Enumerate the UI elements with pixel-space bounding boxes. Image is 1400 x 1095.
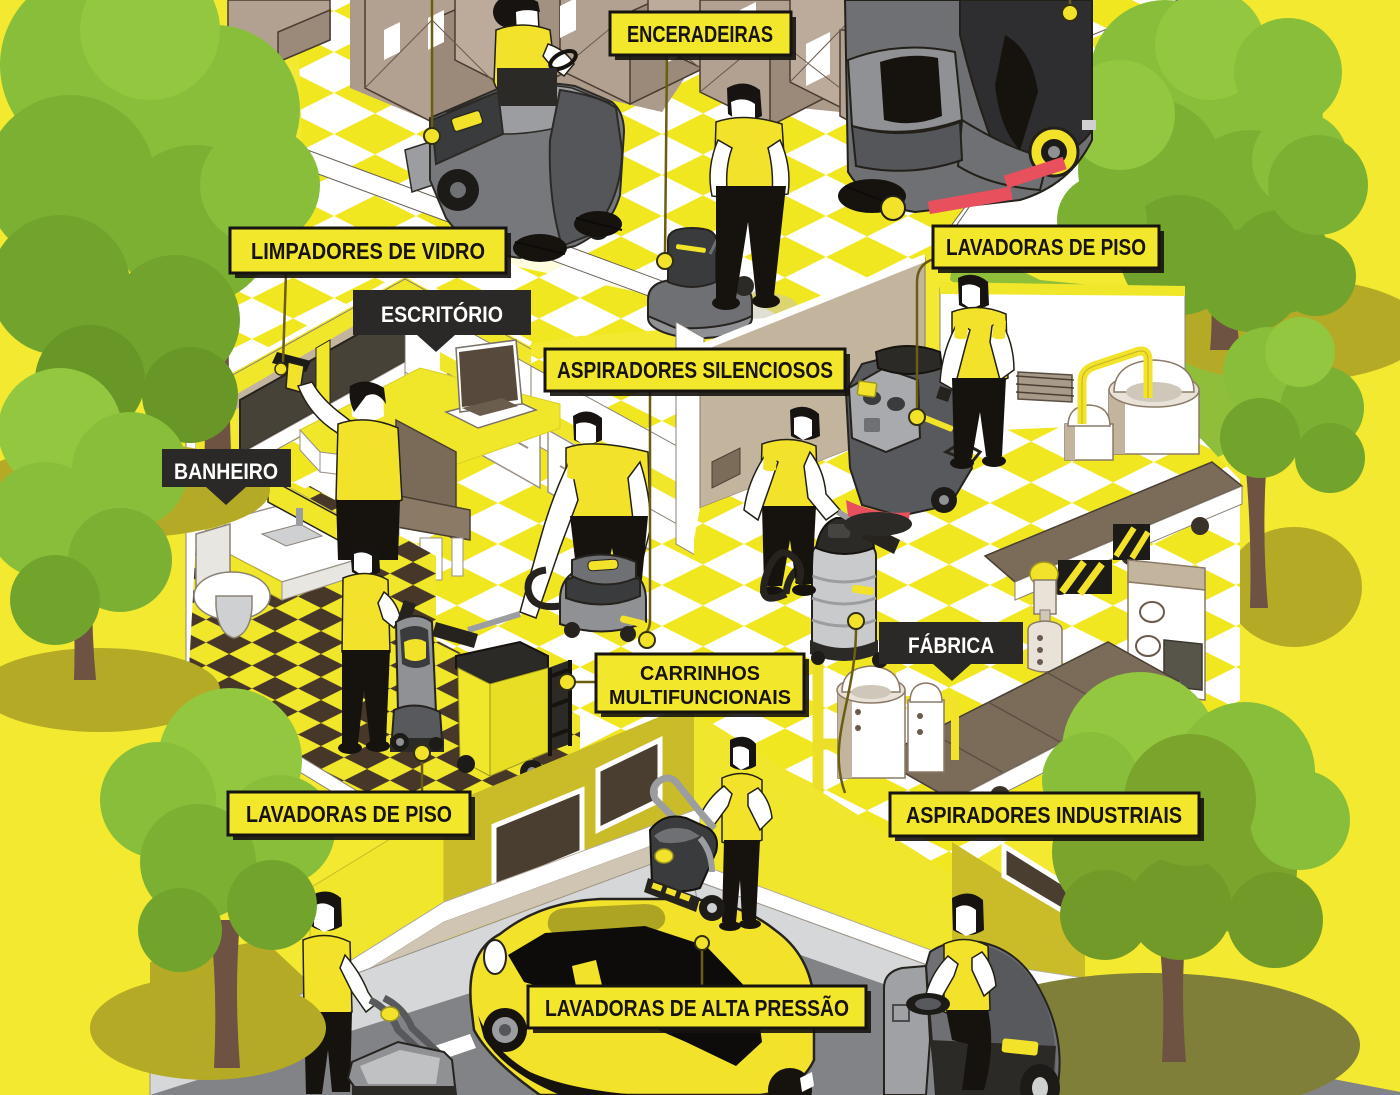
svg-text:LAVADORAS DE PISO: LAVADORAS DE PISO: [946, 234, 1146, 260]
svg-text:ESCRITÓRIO: ESCRITÓRIO: [381, 302, 503, 327]
svg-text:LAVADORAS DE ALTA PRESSÃO: LAVADORAS DE ALTA PRESSÃO: [545, 994, 849, 1021]
svg-text:LAVADORAS DE PISO: LAVADORAS DE PISO: [246, 801, 452, 827]
svg-text:BANHEIRO: BANHEIRO: [174, 459, 278, 484]
svg-text:MULTIFUNCIONAIS: MULTIFUNCIONAIS: [609, 687, 791, 709]
svg-text:CARRINHOS: CARRINHOS: [640, 663, 760, 685]
svg-text:ASPIRADORES INDUSTRIAIS: ASPIRADORES INDUSTRIAIS: [906, 802, 1182, 828]
svg-text:ASPIRADORES SILENCIOSOS: ASPIRADORES SILENCIOSOS: [557, 357, 833, 383]
svg-text:ENCERADEIRAS: ENCERADEIRAS: [627, 21, 773, 47]
svg-text:LIMPADORES DE VIDRO: LIMPADORES DE VIDRO: [251, 238, 485, 264]
svg-text:FÁBRICA: FÁBRICA: [908, 633, 994, 658]
